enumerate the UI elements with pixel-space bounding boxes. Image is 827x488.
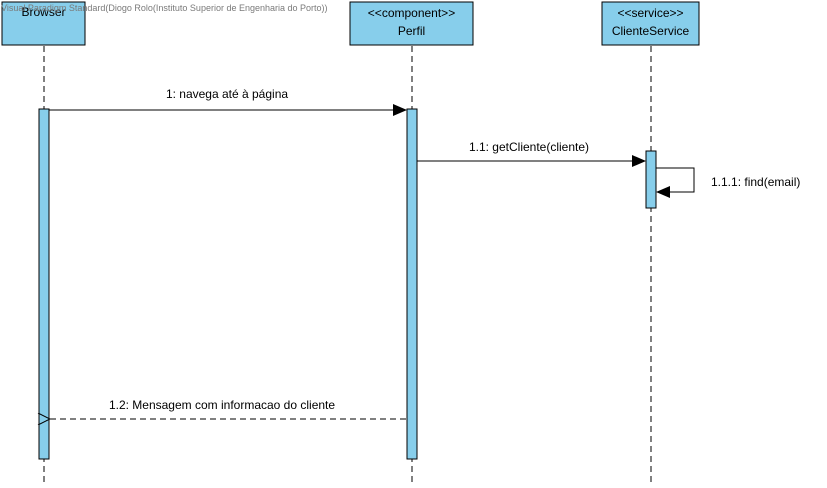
participant-stereotype: <<service>>	[617, 6, 683, 20]
message-1[interactable]: 1: navega até à página	[49, 87, 407, 116]
activation-perfil	[406, 108, 418, 460]
participant-clienteservice[interactable]: <<service>> ClienteService	[601, 1, 700, 46]
participant-name: Perfil	[398, 24, 425, 38]
message-1-1-1[interactable]: 1.1.1: find(email)	[656, 167, 800, 198]
message-label: 1.1: getCliente(cliente)	[469, 140, 589, 154]
message-label: 1.1.1: find(email)	[711, 175, 800, 189]
participant-name: Browser	[21, 5, 65, 19]
participant-box	[349, 1, 474, 46]
participant-browser[interactable]: Browser	[1, 1, 86, 46]
participant-stereotype: <<component>>	[368, 6, 455, 20]
message-1-1[interactable]: 1.1: getCliente(cliente)	[417, 140, 646, 167]
message-arrow	[656, 167, 695, 198]
participant-box	[601, 1, 700, 46]
watermark: Visual Paradigm Standard(Diogo Rolo(Inst…	[1, 3, 328, 13]
activation-browser	[38, 108, 50, 460]
message-1-2[interactable]: 1.2: Mensagem com informacao do cliente	[50, 398, 406, 419]
participant-perfil[interactable]: <<component>> Perfil	[349, 1, 474, 46]
activation-clienteservice	[645, 150, 657, 209]
participant-box	[1, 1, 86, 46]
message-label: 1: navega até à página	[166, 87, 288, 101]
message-label: 1.2: Mensagem com informacao do cliente	[109, 398, 335, 412]
participant-name: ClienteService	[612, 24, 690, 38]
